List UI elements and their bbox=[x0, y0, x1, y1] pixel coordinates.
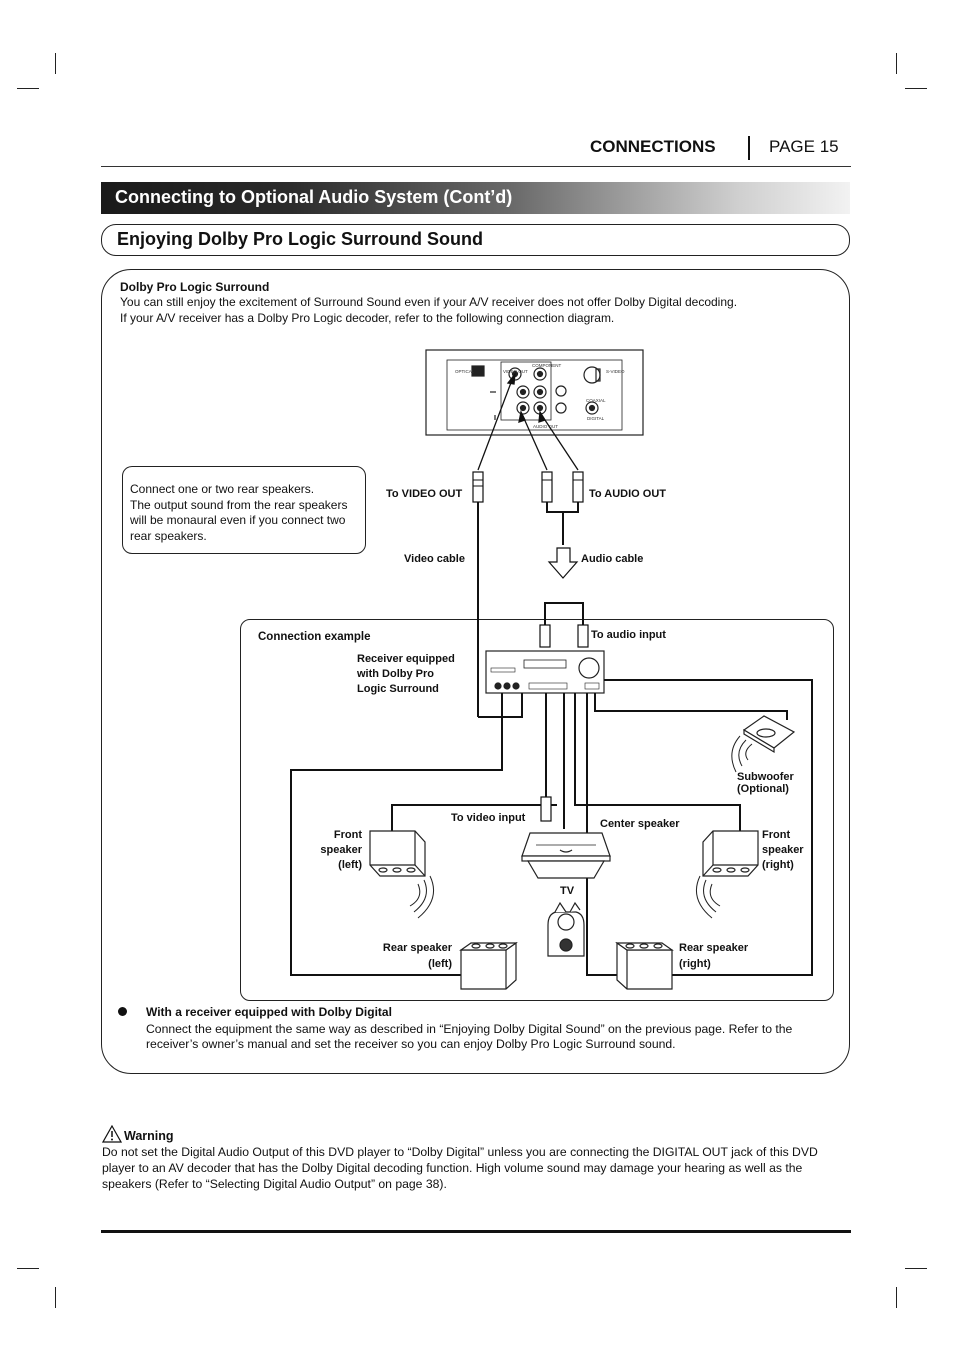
optical-jack bbox=[471, 365, 485, 377]
crop-mark bbox=[55, 53, 56, 74]
label-audio-cable: Audio cable bbox=[581, 553, 644, 565]
jack-label: COAXIAL bbox=[586, 398, 606, 403]
connection-example-box bbox=[240, 619, 834, 1001]
coaxial-jack bbox=[585, 401, 599, 415]
label-tv: TV bbox=[560, 885, 575, 897]
page-number: PAGE 15 bbox=[769, 137, 839, 156]
note-line: The output sound from the rear speakers bbox=[130, 497, 348, 512]
jack-label: S-VIDEO bbox=[606, 369, 625, 374]
cable-arrow bbox=[547, 547, 579, 579]
banner-title: Connecting to Optional Audio System (Con… bbox=[115, 187, 513, 207]
header-divider bbox=[748, 136, 750, 160]
header-rule bbox=[101, 166, 851, 167]
listener bbox=[547, 901, 585, 957]
label-center-speaker: Center speaker bbox=[600, 818, 680, 830]
label-to-audio-out: To AUDIO OUT bbox=[589, 488, 666, 500]
label-video-cable: Video cable bbox=[404, 553, 465, 565]
intro-heading: Dolby Pro Logic Surround bbox=[120, 280, 270, 294]
crop-mark bbox=[905, 1268, 927, 1269]
component-y-jack bbox=[533, 367, 547, 381]
label-to-video-out: To VIDEO OUT bbox=[386, 488, 463, 500]
dvd-rear-panel bbox=[425, 349, 644, 436]
audio-out-l-jack bbox=[516, 401, 530, 415]
rear-left-speaker bbox=[459, 941, 518, 990]
footer-rule bbox=[101, 1230, 851, 1233]
crop-mark bbox=[896, 1287, 897, 1308]
rear-right-speaker bbox=[615, 941, 674, 990]
jack-label: COMPONENT bbox=[532, 363, 562, 368]
crop-mark bbox=[55, 1287, 56, 1308]
section-header: CONNECTIONS bbox=[590, 137, 716, 156]
front-right-speaker bbox=[702, 830, 759, 877]
crop-mark bbox=[17, 1268, 39, 1269]
jack-label: AUDIO OUT bbox=[533, 424, 558, 429]
subsection-header: Enjoying Dolby Pro Logic Surround Sound bbox=[101, 224, 850, 256]
tv bbox=[521, 832, 611, 879]
note-line: will be monaural even if you connect two bbox=[130, 513, 346, 527]
bullet-heading: With a receiver equipped with Dolby Digi… bbox=[146, 1005, 392, 1019]
jack-label: OPTICAL bbox=[455, 369, 475, 374]
label-subwoofer: Subwoofer(Optional) bbox=[737, 771, 794, 795]
crop-mark bbox=[905, 88, 927, 89]
bullet-text: Connect the equipment the same way as de… bbox=[146, 1022, 793, 1036]
label-rear-right: Rear speaker(right) bbox=[679, 942, 749, 970]
label-rear-left: Rear speaker(left) bbox=[382, 942, 452, 970]
crop-mark bbox=[896, 53, 897, 74]
warning-icon bbox=[102, 1125, 122, 1143]
intro-text: You can still enjoy the excitement of Su… bbox=[120, 295, 738, 309]
label-connection-example: Connection example bbox=[258, 631, 371, 643]
note-box: Connect one or two rear speakers. The ou… bbox=[122, 466, 366, 554]
jack-label: VIDEO OUT bbox=[503, 369, 528, 374]
warning-text: player to an AV decoder that has the Dol… bbox=[102, 1161, 803, 1175]
front-left-speaker bbox=[369, 830, 426, 877]
crop-mark bbox=[17, 88, 39, 89]
jack-label: DIGITAL bbox=[587, 416, 605, 421]
intro-text: If your A/V receiver has a Dolby Pro Log… bbox=[120, 311, 615, 325]
subwoofer bbox=[742, 715, 796, 754]
warning-text: Do not set the Digital Audio Output of t… bbox=[102, 1145, 818, 1159]
content-panel bbox=[101, 269, 850, 1074]
label-to-audio-input: To audio input bbox=[591, 629, 666, 641]
note-line: Connect one or two rear speakers. bbox=[130, 482, 315, 496]
bullet-text: receiver’s owner’s manual and set the re… bbox=[146, 1037, 676, 1051]
subsection-title: Enjoying Dolby Pro Logic Surround Sound bbox=[117, 229, 483, 249]
banner: Connecting to Optional Audio System (Con… bbox=[101, 182, 850, 214]
note-line: rear speakers. bbox=[130, 528, 207, 543]
warning-text: speakers (Refer to “Selecting Digital Au… bbox=[102, 1177, 447, 1191]
label-to-video-input: To video input bbox=[451, 812, 526, 824]
warning-heading: Warning bbox=[124, 1129, 174, 1143]
bullet-icon bbox=[118, 1007, 127, 1016]
